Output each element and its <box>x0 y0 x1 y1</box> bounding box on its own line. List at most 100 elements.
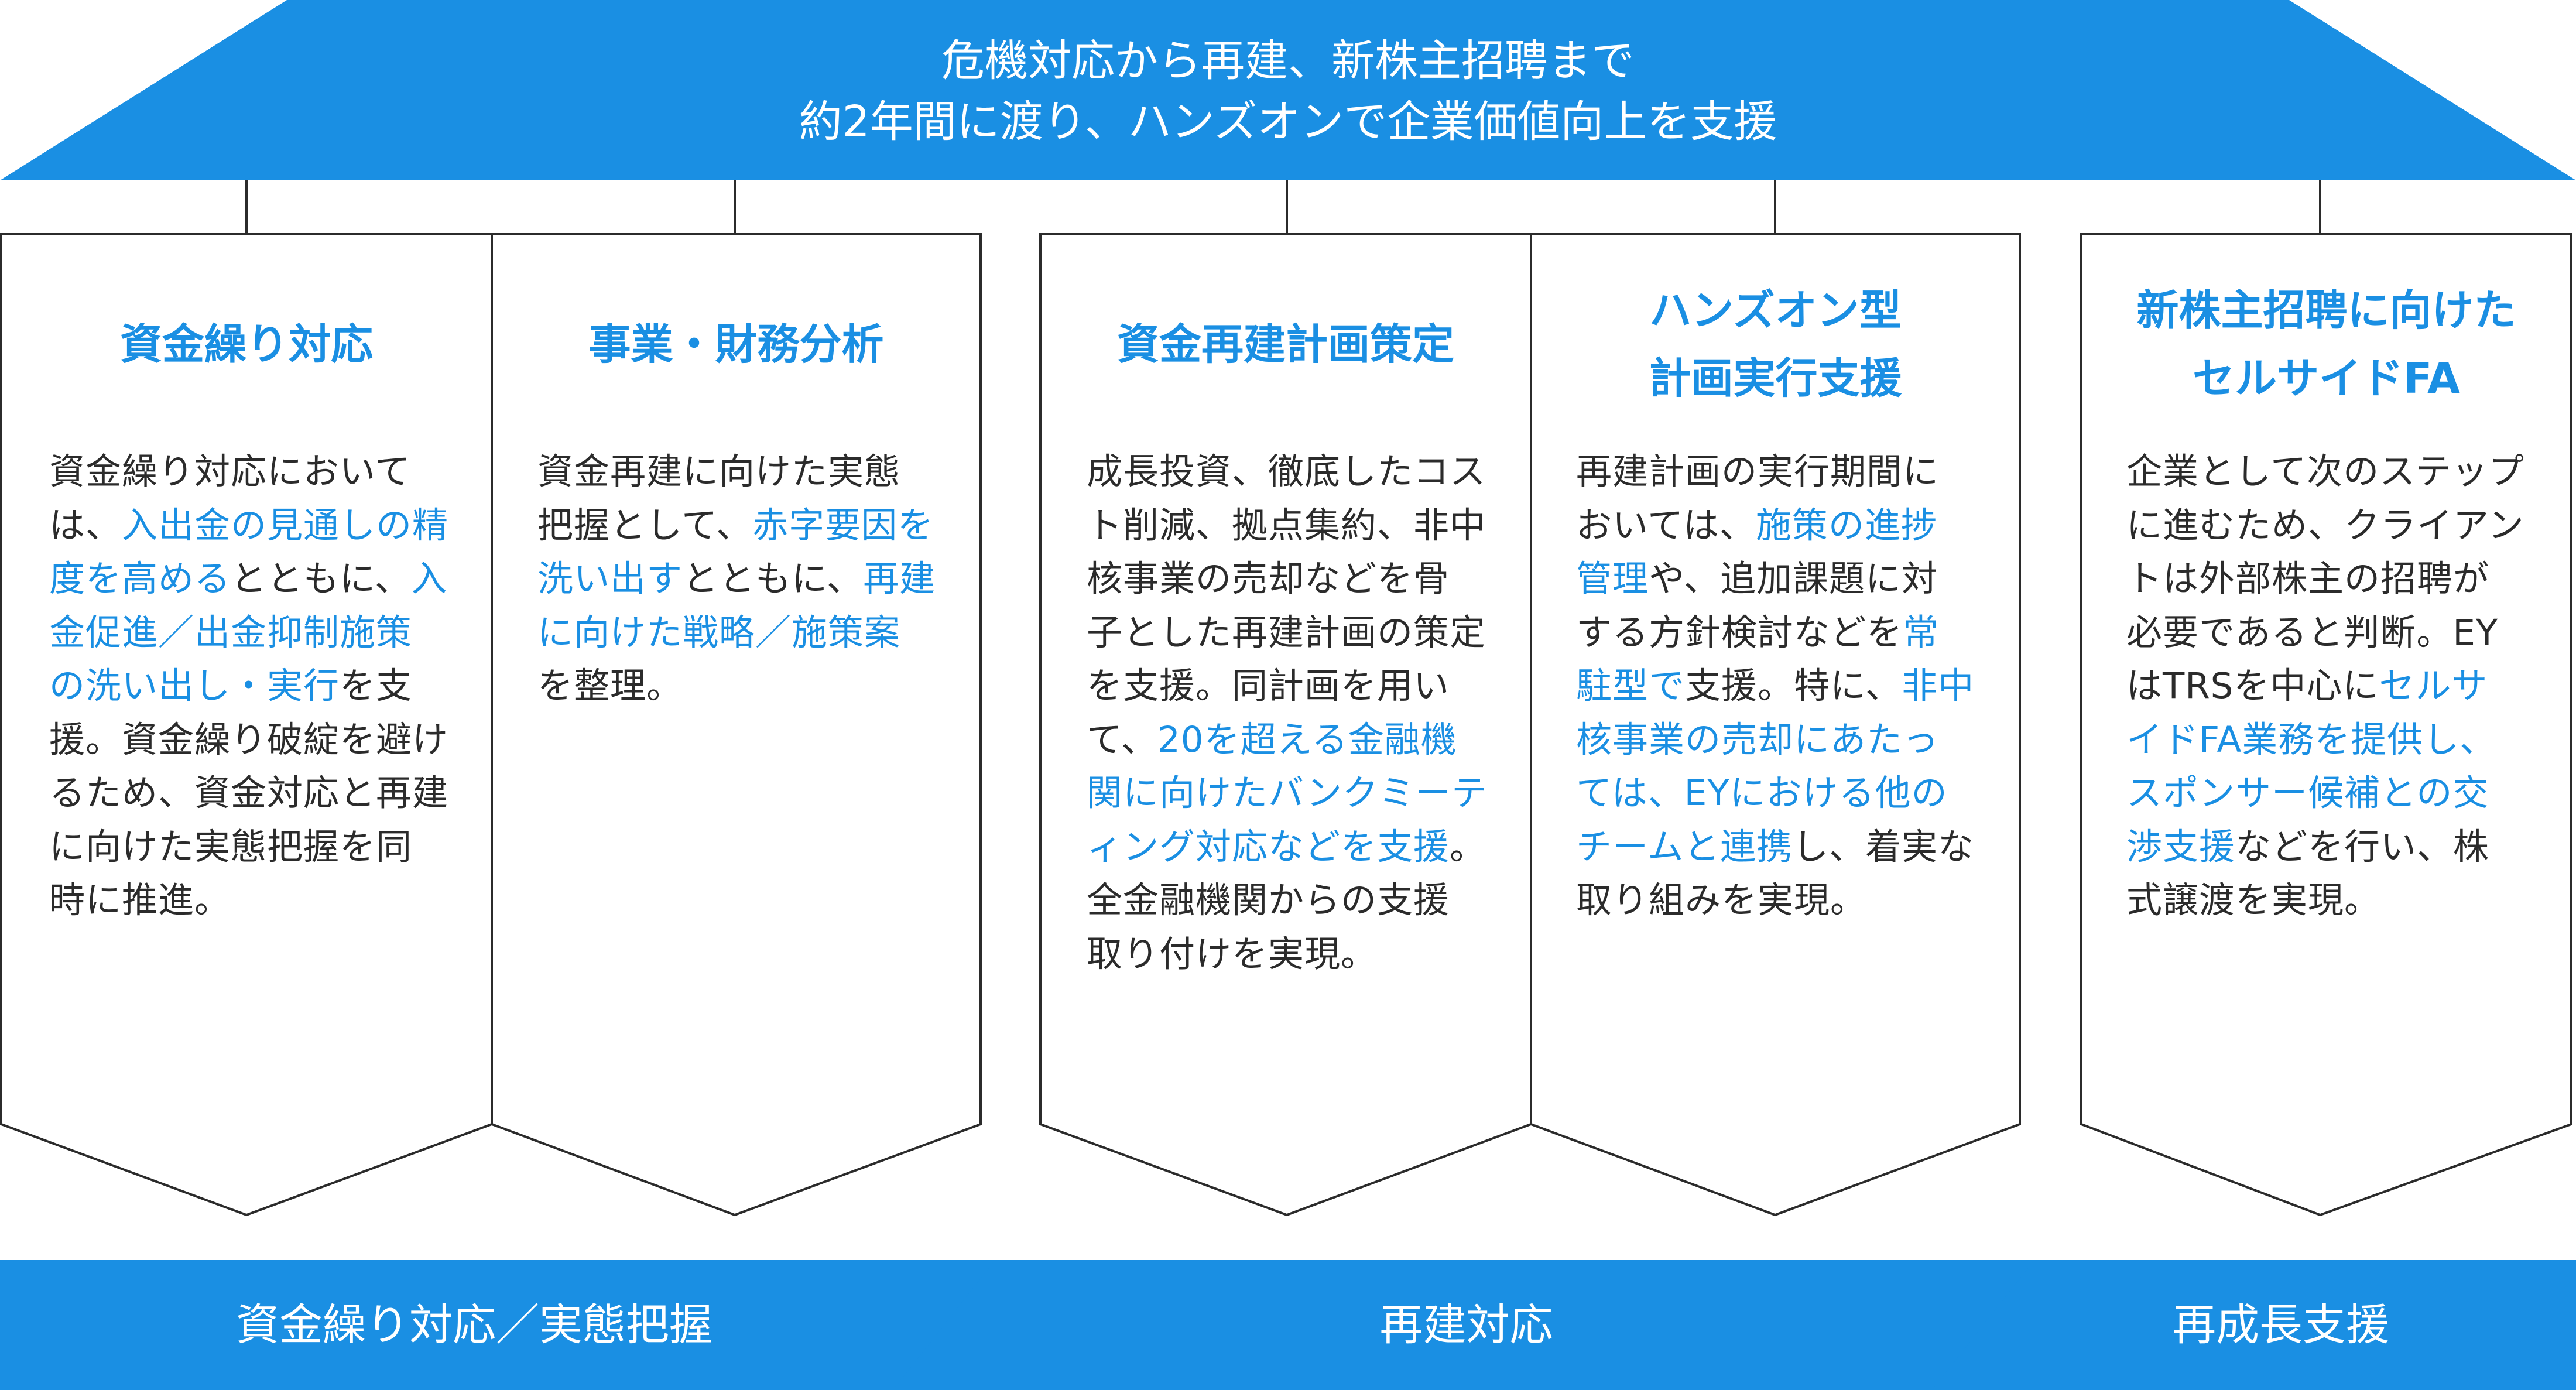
body-text: 援。資金繰り破綻を避け <box>49 718 449 761</box>
highlighted-text: スポンサー候補との交 <box>2126 772 2489 814</box>
card-title-line: 新株主招聘に向けた <box>2136 286 2516 335</box>
card-body-line: 企業として次のステップ <box>2126 445 2542 499</box>
card-body-line: を整理。 <box>537 659 947 713</box>
card-body-line: を支援。同計画を用い <box>1087 659 1502 713</box>
body-text: などを行い、株 <box>2235 826 2490 868</box>
highlighted-text: セルサ <box>2379 665 2488 707</box>
body-text: に向けた実態把握を同 <box>49 826 413 868</box>
body-text: るため、資金対応と再建 <box>49 772 449 814</box>
card-body-line: に向けた実態把握を同 <box>49 820 459 874</box>
card-shape-rebuild-plan <box>1039 233 1532 1217</box>
card-body-business-analysis: 資金再建に向けた実態把握として、赤字要因を洗い出すとともに、再建に向けた戦略／施… <box>537 445 947 713</box>
card-body-line: 必要であると判断。EY <box>2126 606 2542 660</box>
card-title-sell-side-fa: 新株主招聘に向けた セルサイドFA <box>2081 276 2571 412</box>
card-body-line: 関に向けたバンクミーテ <box>1087 766 1502 820</box>
card-body-line: 管理や、追加課題に対 <box>1576 552 1992 606</box>
card-title-line: ハンズオン型 <box>1649 286 1902 335</box>
card-body-cash-flow: 資金繰り対応においては、入出金の見通しの精度を高めるとともに、入金促進／出金抑制… <box>49 445 459 927</box>
body-text: 子とした再建計画の策定 <box>1087 611 1486 653</box>
highlighted-text: チームと連携 <box>1576 826 1793 868</box>
card-body-sell-side-fa: 企業として次のステップに進むため、クライアントは外部株主の招聘が必要であると判断… <box>2126 445 2542 927</box>
body-text: 式譲渡を実現。 <box>2126 879 2381 921</box>
card-body-line: 再建計画の実行期間に <box>1576 445 1992 499</box>
body-text: おいては、 <box>1576 504 1756 546</box>
card-body-line: 子とした再建計画の策定 <box>1087 606 1502 660</box>
card-title-line: セルサイドFA <box>2193 354 2460 403</box>
body-text: とともに、 <box>683 558 864 600</box>
card-body-line: 成長投資、徹底したコス <box>1087 445 1502 499</box>
top-banner <box>0 0 2576 180</box>
card-body-line: 資金再建に向けた実態 <box>537 445 947 499</box>
card-shape-sell-side-fa <box>2080 233 2572 1217</box>
card-body-line: ては、EYにおける他の <box>1576 766 1992 820</box>
body-text: ト削減、拠点集約、非中 <box>1087 504 1486 546</box>
phase-label-cash-flow: 資金繰り対応／実態把握 <box>236 1300 712 1350</box>
card-shapes <box>0 233 2572 1217</box>
body-text: 必要であると判断。EY <box>2126 611 2499 653</box>
card-body-line: チームと連携し、着実な <box>1576 820 1992 874</box>
card-title-line: 資金再建計画策定 <box>1116 320 1454 369</box>
highlighted-text: 駐型で <box>1576 665 1686 707</box>
card-body-line: ィング対応などを支援。 <box>1087 820 1502 874</box>
card-body-line: 全金融機関からの支援 <box>1087 874 1502 927</box>
highlighted-text: 入出金の見通しの精 <box>122 504 449 546</box>
card-body-line: 渉支援などを行い、株 <box>2126 820 2542 874</box>
highlighted-text: 洗い出す <box>537 558 683 600</box>
phase-label-regrowth: 再成長支援 <box>2173 1300 2389 1350</box>
highlighted-text: 常 <box>1903 611 1940 653</box>
card-body-line: 駐型で支援。特に、非中 <box>1576 659 1992 713</box>
card-body-line: 核事業の売却にあたっ <box>1576 713 1992 767</box>
phase-bar-rebuild <box>893 1260 2040 1390</box>
highlighted-text: の洗い出し・実行 <box>49 665 340 707</box>
card-body-line: に進むため、クライアン <box>2126 499 2542 553</box>
card-body-line: 洗い出すとともに、再建 <box>537 552 947 606</box>
body-text: 再建計画の実行期間に <box>1576 451 1940 492</box>
body-text: する方針検討などを <box>1576 611 1903 653</box>
card-title-business-analysis: 事業・財務分析 <box>492 310 981 378</box>
body-text: 核事業の売却などを骨 <box>1087 558 1450 600</box>
body-text: 把握として、 <box>537 504 753 546</box>
body-text: や、追加課題に対 <box>1649 558 1938 600</box>
body-text: 支援。特に、 <box>1685 665 1902 707</box>
body-text: し、着実な <box>1793 826 1975 868</box>
card-body-line: 時に推進。 <box>49 874 459 927</box>
highlighted-text: イドFA業務を提供し、 <box>2126 718 2496 761</box>
body-text: 資金再建に向けた実態 <box>537 451 901 492</box>
card-body-line: 式譲渡を実現。 <box>2126 874 2542 927</box>
card-body-line: トは外部株主の招聘が <box>2126 552 2542 606</box>
highlighted-text: 度を高める <box>49 558 231 600</box>
card-body-line: るため、資金対応と再建 <box>49 766 459 820</box>
body-text: は、 <box>49 504 122 546</box>
highlighted-text: 金促進／出金抑制施策 <box>49 611 413 653</box>
card-shape-cash-flow <box>0 233 493 1217</box>
body-text: 成長投資、徹底したコス <box>1087 451 1486 492</box>
card-body-line: 資金繰り対応において <box>49 445 459 499</box>
highlighted-text: 非中 <box>1902 665 1975 707</box>
card-body-line: は、入出金の見通しの精 <box>49 499 459 553</box>
card-body-line: に向けた戦略／施策案 <box>537 606 947 660</box>
body-text: 時に推進。 <box>49 879 231 921</box>
card-body-line: 取り組みを実現。 <box>1576 874 1992 927</box>
body-text: 取り付けを実現。 <box>1087 933 1378 975</box>
card-body-line: おいては、施策の進捗 <box>1576 499 1992 553</box>
highlighted-text: 20を超える金融機 <box>1157 718 1457 761</box>
body-text: 全金融機関からの支援 <box>1087 879 1450 921</box>
card-body-line: はTRSを中心にセルサ <box>2126 659 2542 713</box>
card-body-hands-on: 再建計画の実行期間においては、施策の進捗管理や、追加課題に対する方針検討などを常… <box>1576 445 1992 927</box>
body-text: を支 <box>340 665 413 707</box>
phase-bar-cash-flow <box>0 1260 1001 1390</box>
highlighted-text: 入 <box>411 558 448 600</box>
card-body-line: イドFA業務を提供し、 <box>2126 713 2542 767</box>
highlighted-text: 関に向けたバンクミーテ <box>1087 772 1488 814</box>
phase-bars <box>0 1260 2576 1390</box>
body-text: 取り組みを実現。 <box>1576 879 1867 921</box>
card-body-line: の洗い出し・実行を支 <box>49 659 459 713</box>
card-body-line: 把握として、赤字要因を <box>537 499 947 553</box>
banner-line-2: 約2年間に渡り、ハンズオンで企業価値向上を支援 <box>799 97 1777 147</box>
highlighted-text: ては、EYにおける他の <box>1576 772 1948 814</box>
card-body-line: 金促進／出金抑制施策 <box>49 606 459 660</box>
card-body-line: て、20を超える金融機 <box>1087 713 1502 767</box>
highlighted-text: 赤字要因を <box>752 504 934 546</box>
card-body-line: 援。資金繰り破綻を避け <box>49 713 459 767</box>
